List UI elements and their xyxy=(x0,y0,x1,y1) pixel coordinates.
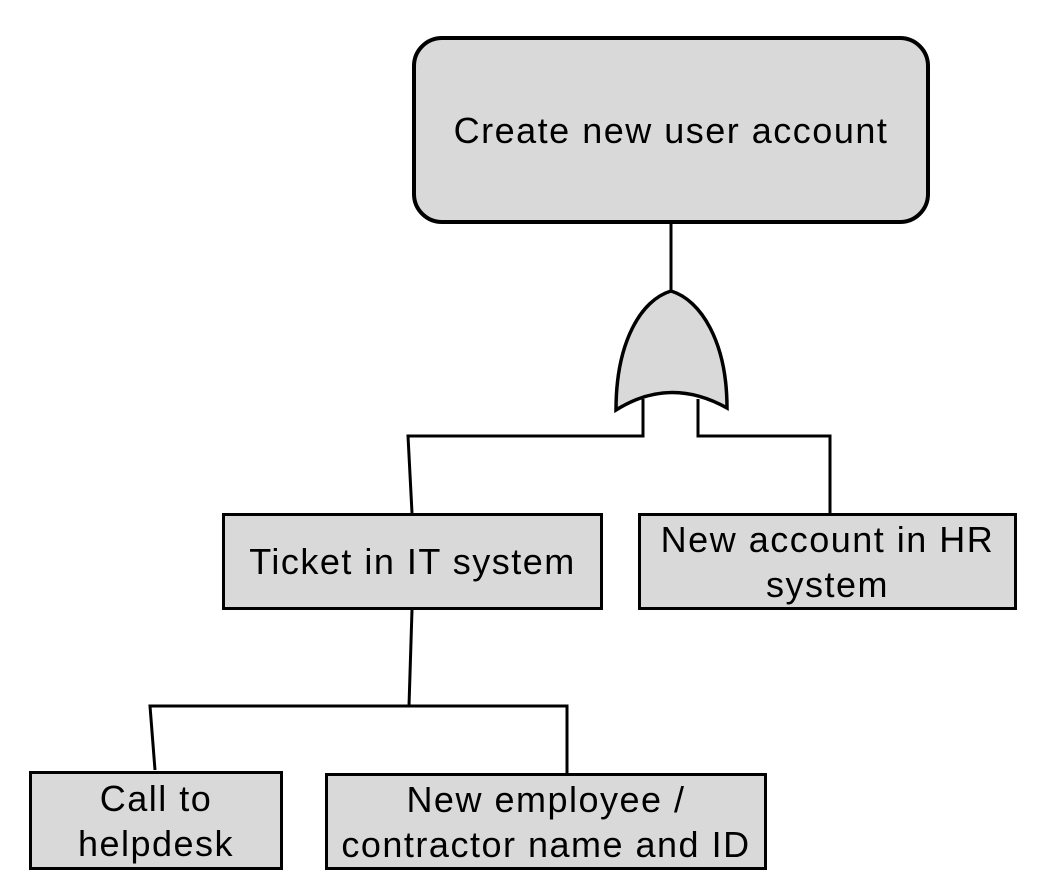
edge-gate-to-ticket xyxy=(406,399,645,514)
node-label-line: system xyxy=(765,563,889,605)
node-create-new-user-account: Create new user account xyxy=(412,36,930,224)
node-call-to-helpdesk: Call to helpdesk xyxy=(29,771,283,870)
edge-ticket-to-children xyxy=(148,704,569,774)
edge-gate-to-hr xyxy=(696,399,832,513)
node-label-line: New account in HR xyxy=(660,518,995,560)
node-label-line: Ticket in IT system xyxy=(249,541,576,582)
node-label-line: Call to xyxy=(99,777,213,819)
node-label-line: contractor name and ID xyxy=(341,823,751,865)
node-ticket-in-it-system: Ticket in IT system xyxy=(222,513,603,610)
edge-ticket-down xyxy=(407,609,414,707)
node-label-line: Create new user account xyxy=(453,109,889,151)
node-label-line: helpdesk xyxy=(77,822,235,864)
node-new-account-in-hr-system: New account in HR system xyxy=(638,513,1017,610)
node-new-employee-contractor: New employee / contractor name and ID xyxy=(325,773,767,870)
or-gate-icon xyxy=(614,289,729,414)
node-label-line: New employee / xyxy=(406,778,686,820)
